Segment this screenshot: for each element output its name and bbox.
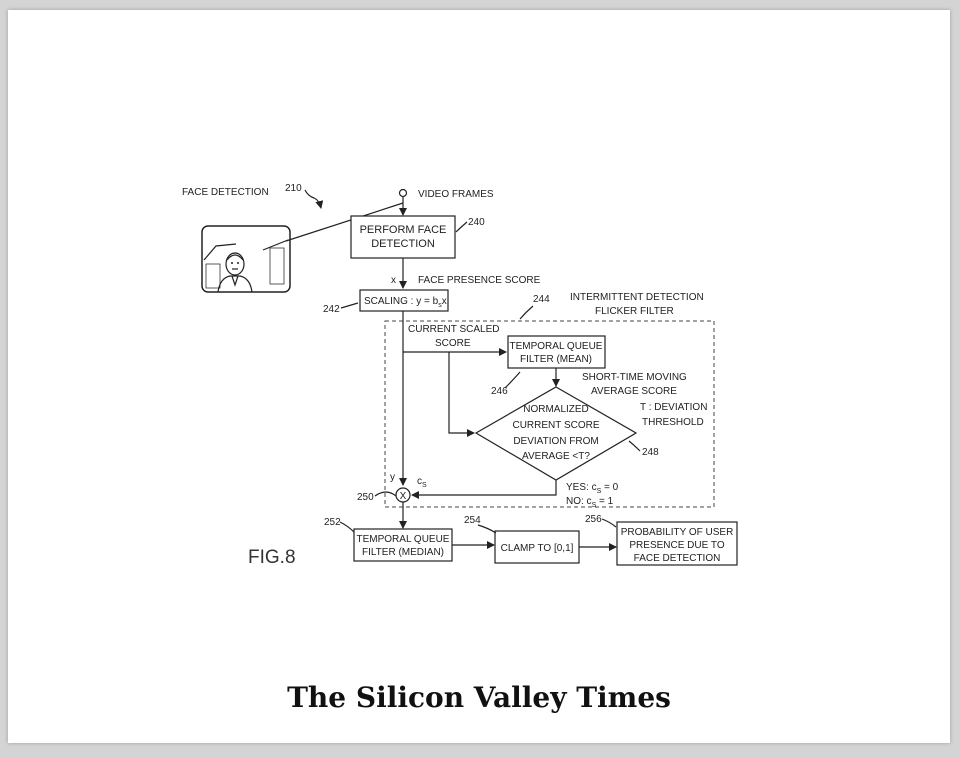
decision-line4: AVERAGE <T?	[522, 451, 590, 462]
temporal-median-line1: TEMPORAL QUEUE	[357, 534, 450, 545]
perform-face-detection-line2: DETECTION	[371, 238, 435, 250]
ref-250: 250	[357, 492, 374, 503]
decision-line1: NORMALIZED	[523, 404, 589, 415]
perform-face-detection-box	[350, 215, 456, 259]
face-detection-label: FACE DETECTION	[182, 187, 269, 198]
face-photo-illustration	[201, 225, 291, 293]
intermittent-label-line2: FLICKER FILTER	[595, 306, 674, 317]
ref-248: 248	[642, 447, 659, 458]
ref-254: 254	[464, 515, 481, 526]
current-scaled-line2: SCORE	[435, 338, 471, 349]
probability-box	[616, 521, 738, 566]
masthead-logo: The Silicon Valley Times	[287, 681, 671, 714]
short-time-line2: AVERAGE SCORE	[591, 386, 677, 397]
scaling-formula: SCALING : y = bsx	[364, 296, 447, 309]
deviation-threshold-line2: THRESHOLD	[642, 417, 704, 428]
ref-240: 240	[468, 217, 485, 228]
probability-line2: PRESENCE DUE TO	[629, 540, 724, 551]
decision-line2: CURRENT SCORE	[512, 420, 599, 431]
ref-246: 246	[491, 386, 508, 397]
temporal-mean-box	[507, 335, 606, 369]
x-variable: x	[391, 275, 396, 286]
perform-face-detection-line1: PERFORM FACE	[360, 224, 447, 236]
current-scaled-line1: CURRENT SCALED	[408, 324, 500, 335]
video-input-node	[398, 188, 408, 198]
temporal-median-line2: FILTER (MEDIAN)	[362, 547, 444, 558]
patent-sheet: FACE DETECTION 210 VIDEO FRAMES PERFORM …	[8, 10, 950, 743]
ref-242: 242	[323, 304, 340, 315]
cs-variable: cS	[417, 476, 427, 489]
clamp-label: CLAMP TO [0,1]	[501, 543, 574, 554]
ref-210-pointer	[304, 189, 324, 209]
photo-link-line	[285, 202, 404, 242]
ref-256: 256	[585, 514, 602, 525]
probability-line1: PROBABILITY OF USER	[621, 527, 734, 538]
yes-condition: YES: cS = 0	[566, 482, 619, 495]
ref-210: 210	[285, 183, 302, 194]
y-variable: y	[390, 472, 395, 483]
ref-252: 252	[324, 517, 341, 528]
no-condition: NO: cS = 1	[566, 496, 614, 509]
deviation-threshold-line1: T : DEVIATION	[640, 402, 707, 413]
decision-diamond	[474, 386, 638, 481]
flicker-filter-region	[384, 320, 715, 508]
decision-line3: DEVIATION FROM	[513, 436, 598, 447]
short-time-line1: SHORT-TIME MOVING	[582, 372, 687, 383]
figure-label: FIG.8	[248, 547, 296, 568]
flowchart-diagram: FACE DETECTION 210 VIDEO FRAMES PERFORM …	[182, 183, 738, 714]
intermittent-label-line1: INTERMITTENT DETECTION	[570, 292, 704, 303]
temporal-mean-line1: TEMPORAL QUEUE	[510, 341, 603, 352]
temporal-median-box	[353, 528, 453, 562]
ref-244: 244	[533, 294, 550, 305]
scaling-box	[359, 289, 449, 312]
multiplier-symbol: X	[400, 491, 407, 502]
probability-line3: FACE DETECTION	[634, 553, 721, 564]
video-frames-label: VIDEO FRAMES	[418, 189, 494, 200]
face-presence-score-label: FACE PRESENCE SCORE	[418, 275, 541, 286]
temporal-mean-line2: FILTER (MEAN)	[520, 354, 592, 365]
